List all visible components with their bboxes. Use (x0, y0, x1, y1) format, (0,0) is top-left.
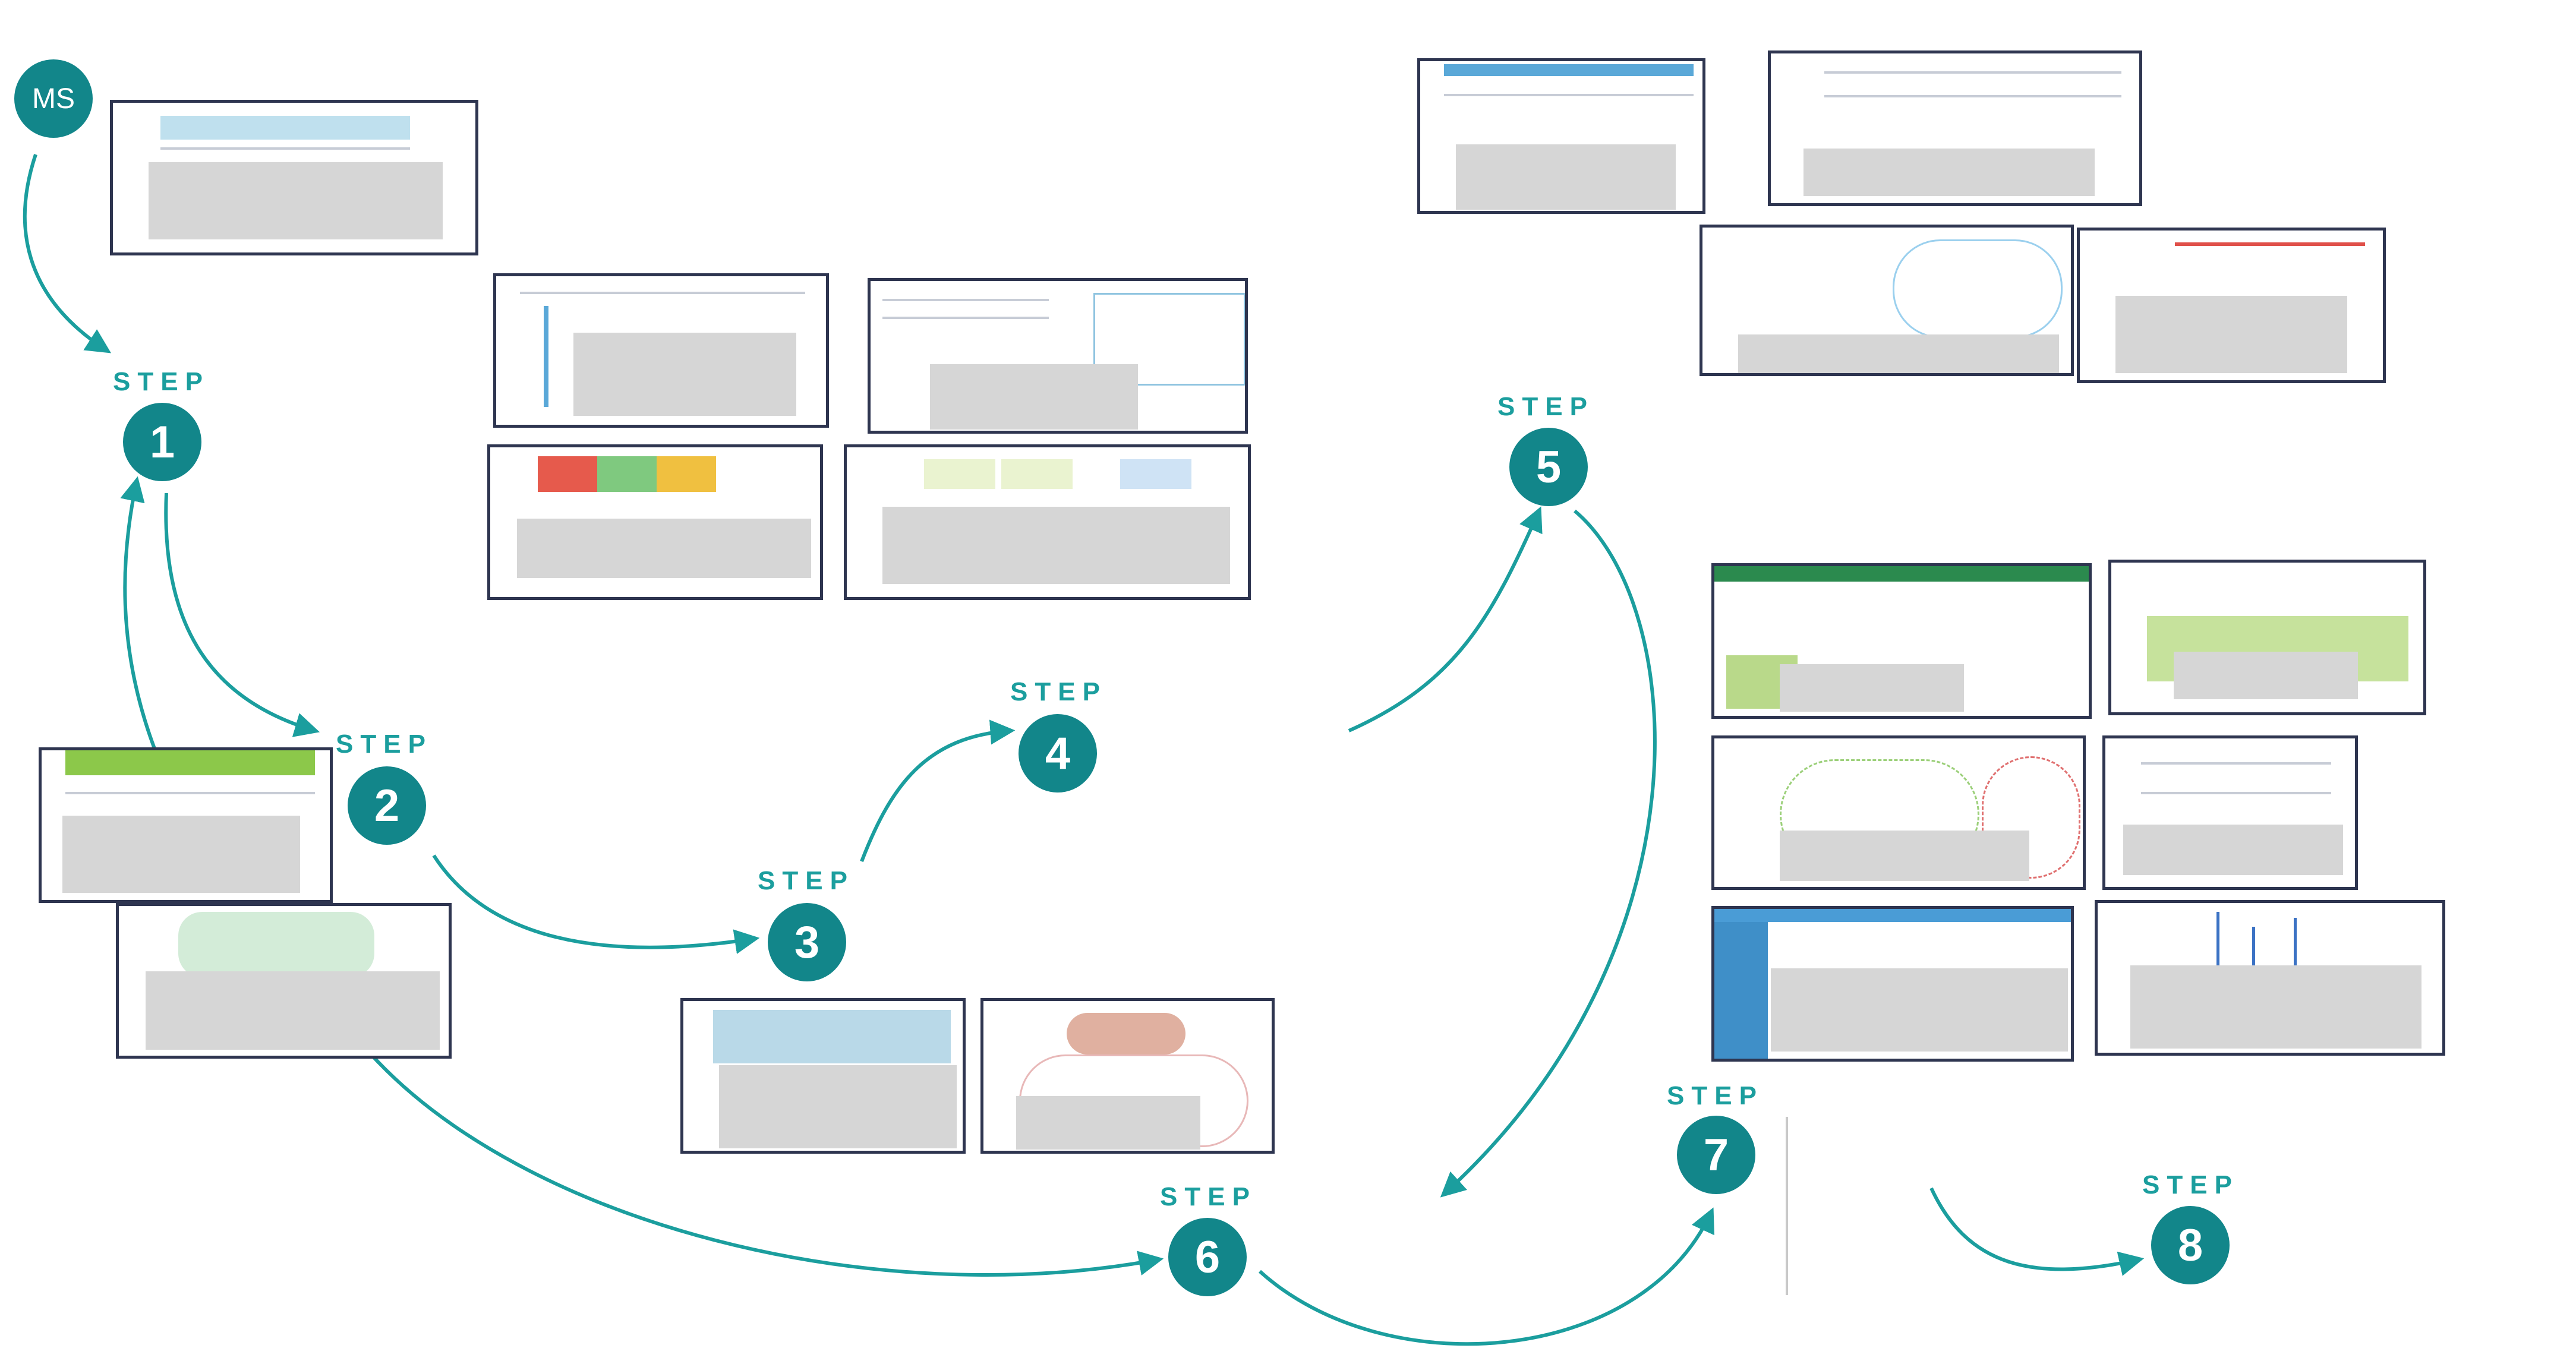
thumbnail-timeline (493, 273, 829, 428)
separator (1786, 1117, 1788, 1295)
thumbnail-app-screen (1711, 906, 2074, 1062)
thumbnail-bar-chart (2095, 900, 2445, 1056)
thumbnail-matrix (844, 444, 1251, 600)
thumbnail-table (110, 100, 478, 255)
step-5-badge: 5 (1509, 428, 1588, 506)
ms-start-badge: MS (14, 59, 93, 138)
step-7-badge: 7 (1677, 1116, 1755, 1194)
step-2-label: STEP (336, 730, 433, 759)
step-5-label: STEP (1497, 392, 1594, 421)
thumbnail-doc-table (1417, 58, 1705, 214)
arrow-step2-to-step3 (432, 854, 760, 954)
thumbnail-map (116, 903, 452, 1059)
step-1-badge: 1 (123, 403, 201, 481)
step-1-label: STEP (113, 367, 210, 396)
thumbnail-red-chart (2077, 228, 2386, 383)
thumbnail-flow-diagram (1700, 225, 2074, 376)
step-3-label: STEP (758, 866, 855, 895)
step-4-badge: 4 (1019, 714, 1097, 792)
thumbnail-spreadsheet (1711, 563, 2092, 719)
step-7-label: STEP (1667, 1081, 1764, 1110)
step-6-label: STEP (1160, 1182, 1257, 1211)
thumbnail-heatmap-table (2108, 560, 2426, 715)
arrow-step7-to-step8 (1929, 1187, 2145, 1276)
thumbnail-heat-table (487, 444, 823, 600)
thumbnail-icon-list (2102, 735, 2358, 890)
thumbnail-green-table (39, 747, 333, 903)
arrow-step6-to-step7 (1258, 1207, 1714, 1346)
thumbnail-portraits (980, 998, 1275, 1154)
arrow-from-map (367, 1050, 1164, 1277)
thumbnail-report (1768, 50, 2142, 206)
arrow-step5-to-step6 (1440, 509, 1657, 1198)
thumbnail-network-diagram (1711, 735, 2086, 890)
step-8-label: STEP (2142, 1170, 2239, 1199)
arrow-step1-to-step2 (164, 492, 320, 737)
step-6-badge: 6 (1168, 1218, 1247, 1296)
arrow-to-step5 (1348, 506, 1543, 732)
step-3-badge: 3 (768, 903, 846, 981)
arrow-step3-to-step4 (860, 719, 1016, 863)
step-8-badge: 8 (2151, 1206, 2230, 1284)
thumbnail-table-blue (680, 998, 966, 1154)
thumbnail-text-note (868, 278, 1248, 434)
step-2-badge: 2 (348, 766, 426, 845)
arrow-ms-to-step1 (23, 154, 112, 353)
arrow-back-to-step1 (120, 476, 156, 750)
step-4-label: STEP (1010, 677, 1107, 706)
